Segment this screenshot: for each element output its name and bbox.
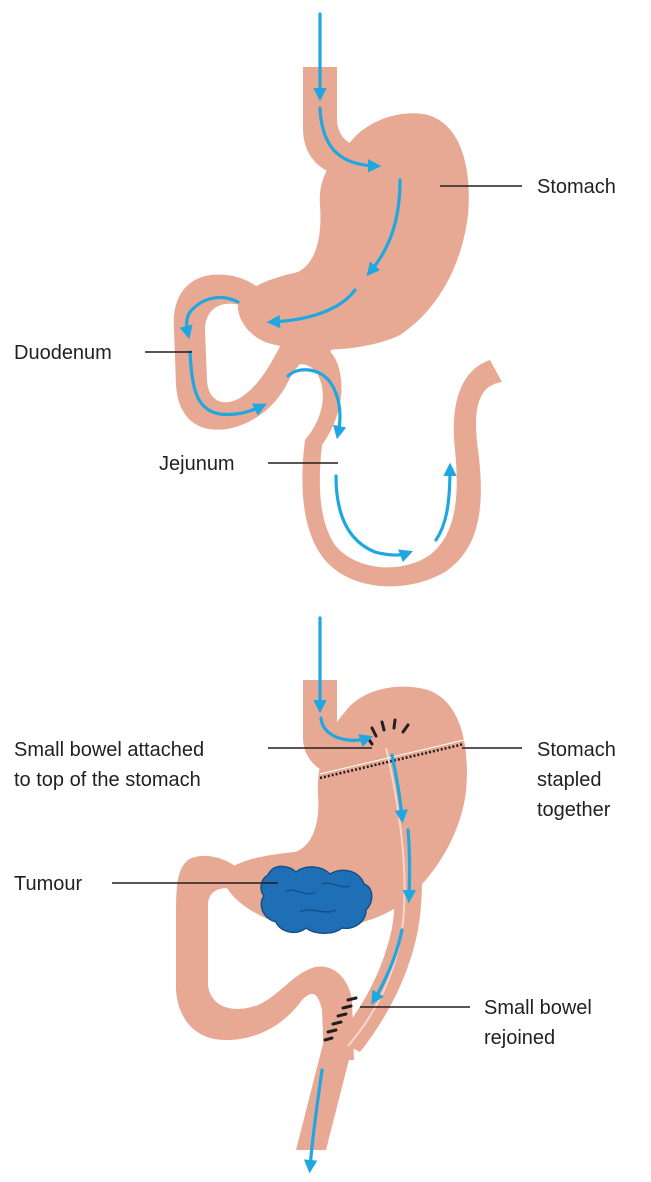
jejunum (290, 342, 502, 587)
tumour-label: Tumour (14, 873, 83, 895)
top-diagram: Stomach Duodenum Jejunum (14, 14, 616, 586)
tumour-mass (261, 866, 372, 933)
rejoined-label-line1: Small bowel (484, 997, 592, 1019)
stapled-label-line2: stapled (537, 769, 602, 791)
bottom-diagram: Small bowel attached to top of the stoma… (14, 618, 616, 1168)
top-organs (174, 67, 502, 586)
jejunum-label: Jejunum (159, 453, 235, 475)
flow-arrow (436, 468, 450, 540)
stapled-label-line1: Stomach (537, 739, 616, 761)
lower-bowel (296, 1040, 354, 1150)
stomach-label: Stomach (537, 176, 616, 198)
rejoined-label-line2: rejoined (484, 1027, 555, 1049)
flow-arrow (408, 830, 410, 898)
flow-arrow (336, 476, 408, 555)
duodenum-label: Duodenum (14, 342, 112, 364)
attached-label-line2: to top of the stomach (14, 769, 201, 791)
stomach (238, 113, 469, 349)
tumour (261, 866, 372, 933)
attached-label-line1: Small bowel attached (14, 739, 204, 761)
stapled-label-line3: together (537, 799, 611, 821)
